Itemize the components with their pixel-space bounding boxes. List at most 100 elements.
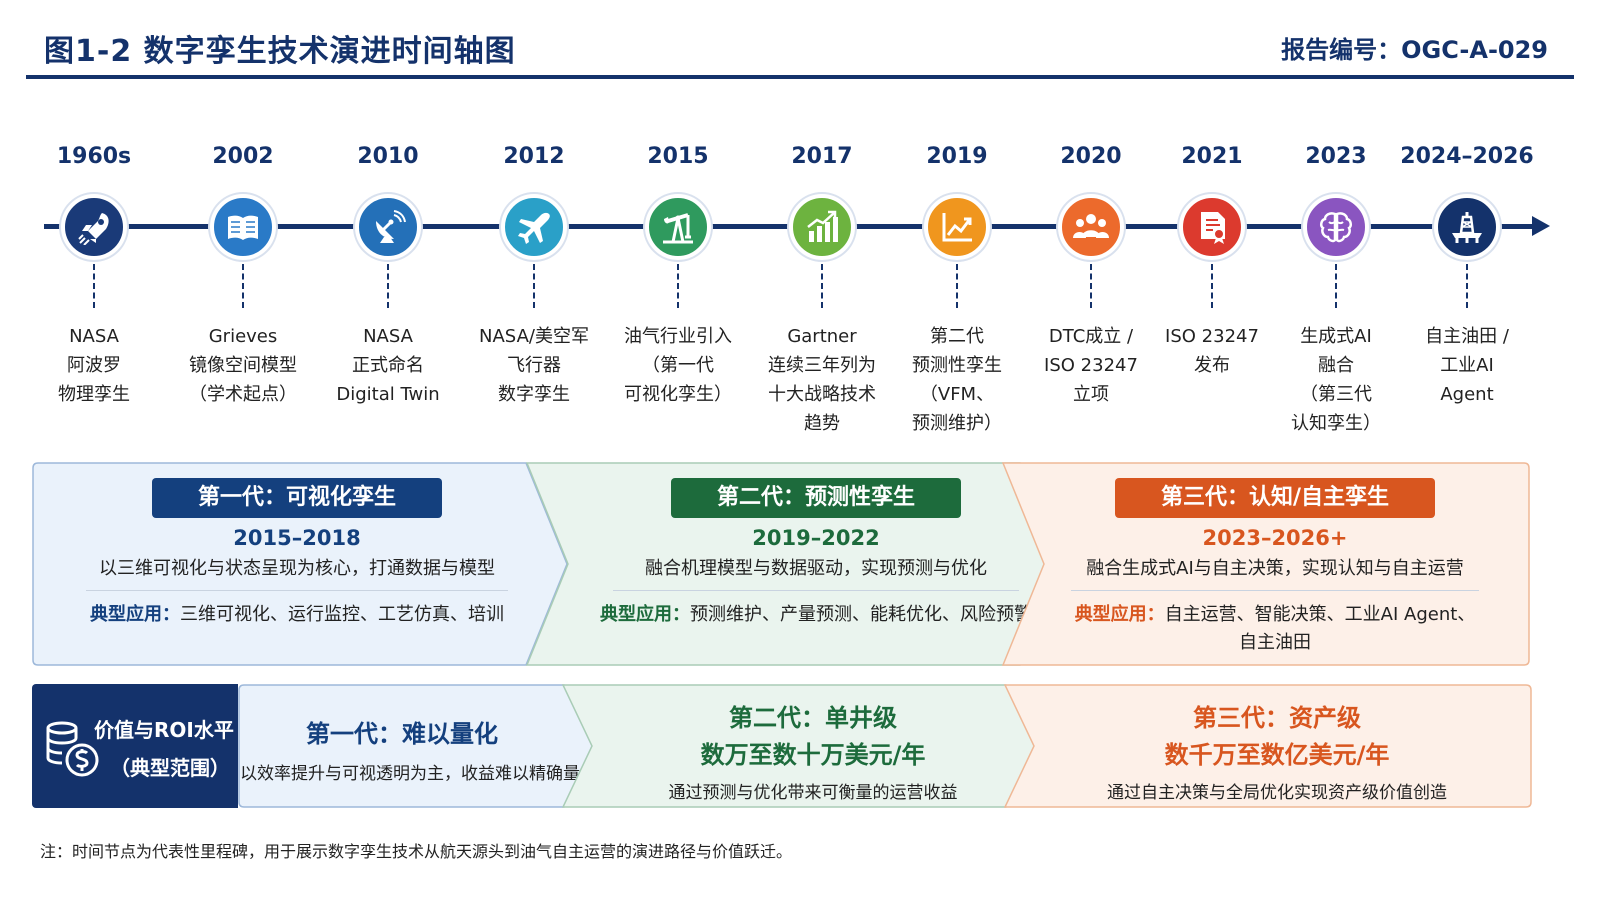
- report-number: 报告编号：OGC-A-029: [1281, 36, 1548, 64]
- timeline-description-line: 物理孪生: [58, 384, 130, 405]
- application-text: 自主油田: [1239, 632, 1311, 653]
- generation-divider: [1071, 590, 1479, 591]
- timeline-description-line: NASA/美空军: [479, 326, 589, 347]
- airplane-icon: [501, 194, 567, 260]
- footnote: 注：时间节点为代表性里程碑，用于展示数字孪生技术从航天源头到油气自主运营的演进路…: [40, 842, 793, 861]
- timeline-connector: [956, 264, 958, 308]
- timeline-description-line: Grieves: [208, 326, 278, 347]
- generation-tag: 第一代：可视化孪生: [151, 478, 442, 518]
- book-icon: [210, 194, 276, 260]
- timeline-description-line: 阿波罗: [67, 355, 121, 376]
- timeline-description-line: 发布: [1194, 355, 1230, 376]
- timeline-description-line: 第二代: [930, 326, 984, 347]
- timeline-description-line: 认知孪生）: [1291, 413, 1381, 434]
- timeline-description-line: 连续三年列为: [768, 355, 876, 376]
- generation-years: 2023–2026+: [1202, 526, 1348, 550]
- generation-divider: [86, 590, 508, 591]
- application-label: 典型应用：: [1074, 604, 1165, 625]
- application-line: 典型应用：预测维护、产量预测、能耗优化、风险预警: [580, 601, 1052, 629]
- generation-content: 第三代：认知/自主孪生 2023–2026+ 融合生成式AI与自主决策，实现认知与自…: [1038, 462, 1512, 666]
- generation-applications: 典型应用：自主运营、智能决策、工业AI Agent、自主油田: [1038, 601, 1512, 657]
- timeline-description-line: DTC成立 /: [1048, 326, 1134, 347]
- timeline-connector: [387, 264, 389, 308]
- value-label-title: 价值与ROI水平: [94, 718, 234, 742]
- value-title: 第三代：资产级: [1193, 704, 1361, 732]
- timeline-description-line: 生成式AI: [1300, 326, 1372, 347]
- timeline-connector: [533, 264, 535, 308]
- value-description: 通过预测与优化带来可衡量的运营收益: [668, 783, 958, 803]
- timeline-description: NASA/美空军飞行器数字孪生: [459, 322, 609, 409]
- value-roi-label: 价值与ROI水平 （典型范围）: [32, 684, 238, 808]
- timeline-description-line: 趋势: [804, 413, 840, 434]
- timeline-connector: [1090, 264, 1092, 308]
- generation-tag: 第二代：预测性孪生: [670, 478, 961, 518]
- satellite-dish-icon: [355, 194, 421, 260]
- value-content: 第一代：难以量化以效率提升与可视透明为主，收益难以精确量化: [240, 684, 597, 808]
- value-range: 数千万至数亿美元/年: [1164, 741, 1390, 769]
- oil-rig-icon: [1434, 194, 1500, 260]
- timeline-description-line: 预测性孪生: [912, 355, 1002, 376]
- timeline-description-line: 正式命名: [352, 355, 424, 376]
- generation-description: 融合生成式AI与自主决策，实现认知与自主运营: [1086, 558, 1464, 579]
- generation-tag: 第三代：认知/自主孪生: [1114, 478, 1436, 518]
- timeline-description-line: 可视化孪生）: [624, 384, 732, 405]
- generation-years: 2019–2022: [752, 526, 880, 550]
- value-label-subtitle: （典型范围）: [110, 756, 230, 780]
- brain-icon: [1303, 194, 1369, 260]
- timeline-year: 2024–2026: [1400, 144, 1534, 169]
- timeline-description-line: NASA: [69, 326, 119, 347]
- line-chart-icon: [924, 194, 990, 260]
- timeline-year: 2002: [212, 144, 274, 169]
- timeline-description-line: ISO 23247: [1044, 355, 1138, 376]
- timeline-connector: [1466, 264, 1468, 308]
- figure-title: 图1-2 数字孪生技术演进时间轴图: [44, 34, 516, 69]
- value-title: 第一代：难以量化: [306, 720, 498, 748]
- timeline-connector: [821, 264, 823, 308]
- timeline-year: 2010: [357, 144, 419, 169]
- timeline-description: NASA 阿波罗物理孪生: [19, 322, 169, 409]
- value-roi-row: 价值与ROI水平 （典型范围） 第一代：难以量化以效率提升与可视透明为主，收益难…: [32, 684, 1532, 810]
- timeline-year: 2019: [926, 144, 988, 169]
- timeline-description-line: Gartner: [787, 326, 857, 347]
- timeline-description-line: 融合: [1318, 355, 1354, 376]
- timeline-year: 2017: [791, 144, 853, 169]
- header-divider: [26, 75, 1574, 79]
- timeline-description-line: ISO 23247: [1165, 326, 1259, 347]
- timeline-year: 2023: [1305, 144, 1367, 169]
- timeline-description-line: （第一代: [642, 355, 714, 376]
- value-content: 第二代：单井级数万至数十万美元/年通过预测与优化带来可衡量的运营收益: [598, 684, 1028, 808]
- application-text: 预测维护、产量预测、能耗优化、风险预警: [690, 604, 1032, 625]
- timeline-description-line: （VFM、: [919, 384, 995, 405]
- value-description: 以效率提升与可视透明为主，收益难以精确量化: [240, 764, 597, 784]
- header: 图1-2 数字孪生技术演进时间轴图 报告编号：OGC-A-029: [26, 22, 1574, 79]
- application-line: 自主油田: [1038, 629, 1512, 657]
- timeline-description-line: 数字孪生: [498, 384, 570, 405]
- timeline-connector: [242, 264, 244, 308]
- growth-chart-icon: [789, 194, 855, 260]
- timeline-description-line: Agent: [1440, 384, 1494, 405]
- certificate-icon: [1179, 194, 1245, 260]
- value-title: 第二代：单井级: [729, 704, 897, 732]
- timeline-year: 2015: [647, 144, 709, 169]
- generation-divider: [613, 590, 1019, 591]
- value-panel-1: 第一代：难以量化以效率提升与可视透明为主，收益难以精确量化: [238, 684, 597, 808]
- timeline-connector: [1335, 264, 1337, 308]
- timeline-arrow-icon: [1532, 216, 1550, 236]
- application-text: 三维可视化、运行监控、工艺仿真、培训: [180, 604, 504, 625]
- oil-pump-icon: [645, 194, 711, 260]
